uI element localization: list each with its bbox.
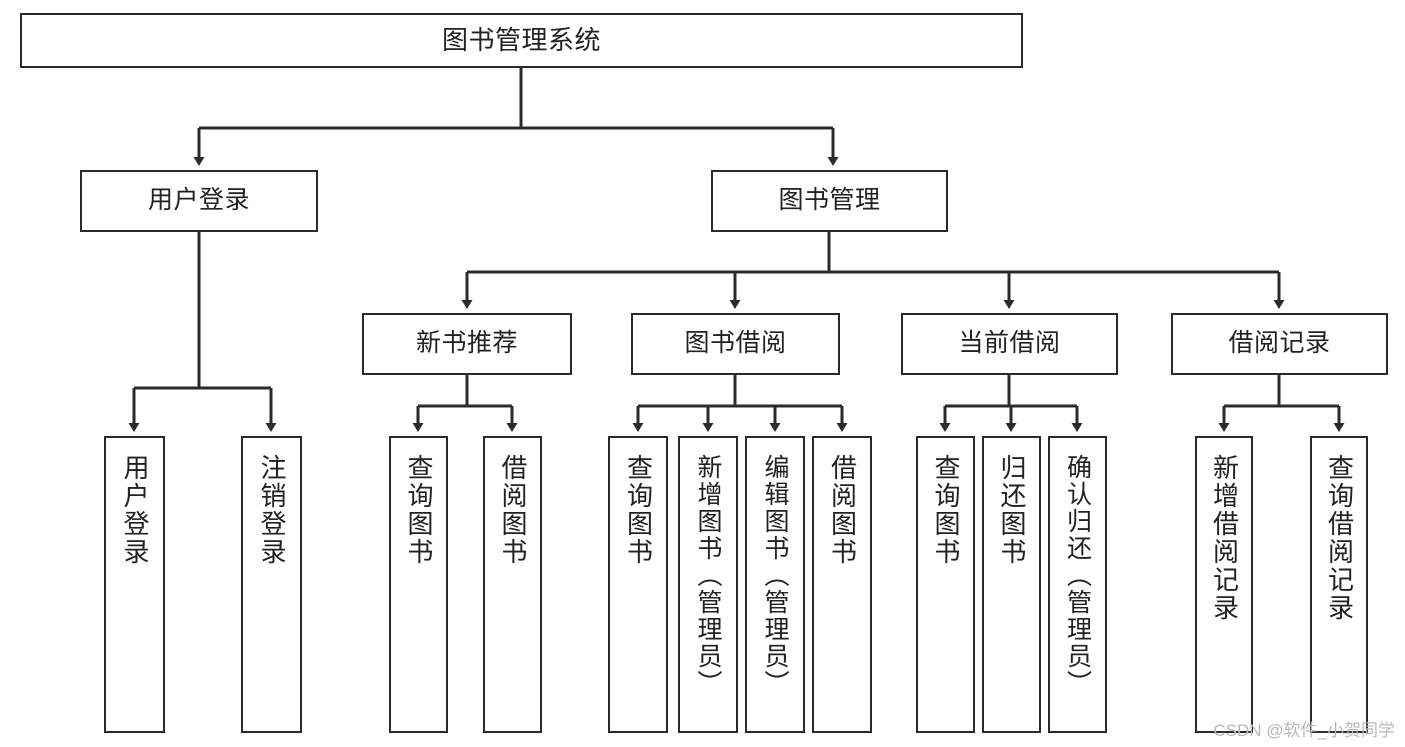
node-label: 注销登录 — [257, 454, 288, 566]
node-label: 查询图书 — [404, 454, 435, 566]
node-label: 当前借阅 — [958, 329, 1061, 358]
leaf-book-borrow-edit-book-admin[interactable]: 编辑图书（管理员） — [745, 436, 805, 733]
node-label: 归还图书 — [997, 454, 1028, 566]
node-borrow-record[interactable]: 借阅记录 — [1171, 313, 1388, 375]
node-label: 图书借阅 — [684, 329, 787, 358]
leaf-new-book-borrow-book[interactable]: 借阅图书 — [483, 436, 542, 733]
leaf-current-borrow-confirm-return-admin[interactable]: 确认归还（管理员） — [1048, 436, 1107, 733]
watermark: CSDN @软件_小贺同学 — [1213, 721, 1395, 740]
node-current-borrow[interactable]: 当前借阅 — [901, 313, 1118, 375]
node-label: 查询图书 — [931, 454, 962, 566]
node-label: 图书管理 — [778, 186, 881, 215]
leaf-book-borrow-query-book[interactable]: 查询图书 — [608, 436, 668, 733]
node-label: 编辑图书（管理员） — [761, 454, 789, 697]
node-label: 借阅图书 — [498, 454, 529, 566]
node-label: 新增借阅记录 — [1209, 454, 1240, 622]
leaf-borrow-record-query-record[interactable]: 查询借阅记录 — [1310, 436, 1368, 733]
leaf-book-borrow-borrow-book[interactable]: 借阅图书 — [812, 436, 872, 733]
node-label: 用户登录 — [147, 186, 250, 215]
leaf-book-borrow-add-book-admin[interactable]: 新增图书（管理员） — [678, 436, 738, 733]
node-label: 查询借阅记录 — [1324, 454, 1355, 622]
node-label: 借阅记录 — [1228, 329, 1331, 358]
node-new-book-recommend[interactable]: 新书推荐 — [362, 313, 572, 375]
leaf-user-login-signin[interactable]: 用户登录 — [104, 436, 165, 733]
node-label: 新增图书（管理员） — [694, 454, 722, 697]
node-label: 确认归还（管理员） — [1063, 454, 1092, 697]
node-label: 新书推荐 — [415, 329, 518, 358]
node-label: 图书管理系统 — [441, 25, 601, 56]
node-label: 查询图书 — [623, 454, 654, 566]
leaf-new-book-query-book[interactable]: 查询图书 — [389, 436, 448, 733]
node-root-book-management-system[interactable]: 图书管理系统 — [20, 13, 1023, 68]
node-label: 用户登录 — [120, 454, 151, 566]
leaf-current-borrow-return-book[interactable]: 归还图书 — [982, 436, 1041, 733]
node-book-borrow[interactable]: 图书借阅 — [631, 313, 840, 375]
leaf-borrow-record-add-record[interactable]: 新增借阅记录 — [1195, 436, 1253, 733]
node-user-login[interactable]: 用户登录 — [80, 170, 318, 232]
node-label: 借阅图书 — [827, 454, 858, 566]
leaf-current-borrow-query-book[interactable]: 查询图书 — [916, 436, 975, 733]
node-book-management[interactable]: 图书管理 — [711, 170, 948, 232]
leaf-user-login-logout[interactable]: 注销登录 — [241, 436, 302, 733]
